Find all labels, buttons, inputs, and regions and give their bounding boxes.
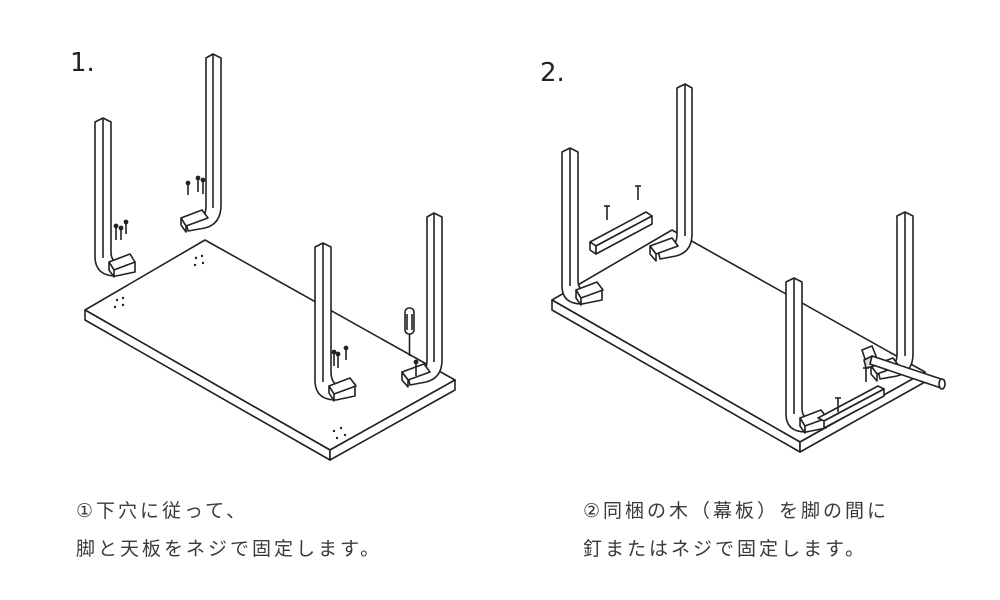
apron-board (817, 385, 885, 429)
screw-icon (123, 219, 129, 234)
pilot-holes (113, 254, 347, 440)
step-1-number: 1. (70, 48, 95, 78)
screwdriver-icon (404, 307, 415, 356)
step-1-caption: ①下穴に従って、 脚と天板をネジで固定します。 (76, 492, 382, 568)
screw-icon (331, 349, 337, 366)
nail-icon (604, 205, 610, 220)
screw-icon (335, 351, 341, 368)
caption-line: ②同梱の木（幕板）を脚の間に (583, 500, 890, 522)
table-leg (180, 53, 222, 233)
table-leg (649, 83, 693, 262)
step-2-illustration (551, 83, 946, 453)
screw-icon (113, 223, 119, 240)
screw-icon (200, 177, 206, 194)
caption-line: 脚と天板をネジで固定します。 (76, 538, 383, 560)
table-leg (785, 277, 828, 434)
apron-board (589, 211, 653, 255)
nail-icon (835, 397, 841, 412)
hammer-icon (861, 344, 946, 390)
nail-icon (635, 185, 641, 200)
screw-icon (118, 225, 124, 240)
screw-icon (185, 180, 191, 195)
caption-line: 釘またはネジで固定します。 (583, 538, 868, 560)
step-2-caption: ②同梱の木（幕板）を脚の間に 釘またはネジで固定します。 (583, 492, 889, 568)
table-leg (561, 147, 604, 306)
step-2-number: 2. (540, 58, 565, 88)
step-1-illustration (84, 53, 456, 461)
caption-line: ①下穴に従って、 (76, 500, 249, 522)
screw-icon (413, 359, 419, 376)
screw-icon (195, 175, 201, 192)
table-top (84, 239, 456, 461)
screw-icon (343, 345, 349, 360)
table-top (551, 229, 926, 453)
table-leg (314, 242, 357, 402)
table-leg (94, 117, 136, 278)
